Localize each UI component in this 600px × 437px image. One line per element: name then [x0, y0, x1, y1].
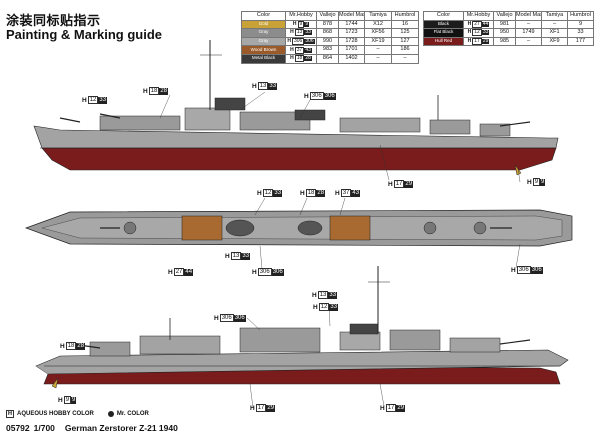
legend-mr-color: Mr. COLOR [107, 410, 149, 418]
color-table-left: Color Mr.Hobby Vallejo Model Master Tami… [241, 11, 419, 64]
side-profile-bottom [35, 266, 569, 389]
page-title-cn: 涂装同标贴指示 [6, 13, 101, 28]
footer-scale: 1/700 [33, 423, 55, 433]
page-title-en: Painting & Marking guide [6, 27, 163, 42]
color-table-right: Color Mr.Hobby Vallejo Model Master Tami… [423, 11, 594, 47]
legend-hobby-key: H [6, 410, 14, 418]
side-profile-top [33, 40, 559, 176]
legend-aqueous-label: AQUEOUS HOBBY COLOR [16, 411, 94, 417]
humbrol-code: – [391, 53, 419, 64]
humbrol-code: 177 [567, 36, 594, 47]
deck-wood-1 [181, 215, 223, 241]
legend-dot-icon [107, 411, 114, 417]
footer: 05792 1/700 German Zerstorer Z-21 1940 [6, 423, 178, 433]
top-view [24, 209, 573, 247]
leader-lines [159, 91, 521, 409]
color-table-header: Color Mr.Hobby Vallejo Model Master Tami… [423, 11, 594, 21]
legend-mr-label: Mr. COLOR [116, 411, 149, 417]
footer-code: 05792 [6, 423, 30, 433]
legend-aqueous: H AQUEOUS HOBBY COLOR [6, 410, 94, 418]
hull-red-top [41, 147, 557, 171]
paint-legend: H AQUEOUS HOBBY COLOR Mr. COLOR [6, 410, 149, 418]
footer-name: German Zerstorer Z-21 1940 [64, 423, 178, 433]
deck-wood-2 [329, 215, 371, 241]
